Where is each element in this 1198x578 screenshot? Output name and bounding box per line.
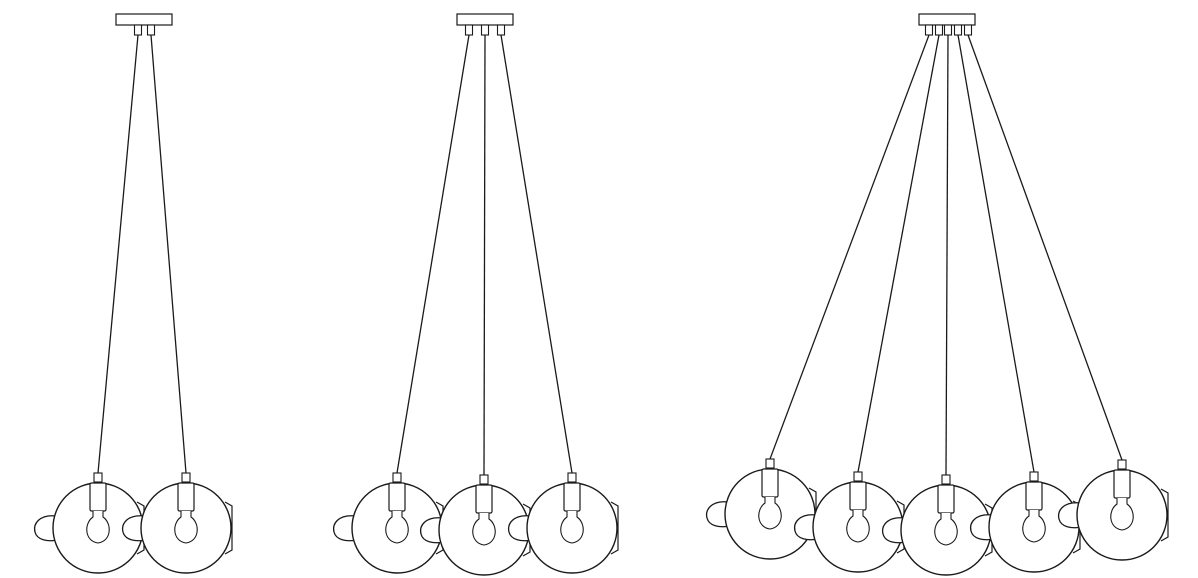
suspension-cable xyxy=(769,34,930,460)
pendant-shade xyxy=(1057,459,1169,561)
socket-cap xyxy=(181,472,191,483)
light-bulb xyxy=(1022,510,1046,543)
suspension-cable xyxy=(150,34,187,474)
pendant-shade xyxy=(121,472,233,574)
suspension-cable xyxy=(396,34,470,474)
ceiling-canopy xyxy=(918,13,976,26)
lamp-socket xyxy=(388,482,406,512)
socket-cap xyxy=(765,458,775,469)
ceiling-canopy xyxy=(456,13,514,26)
cord-grip xyxy=(146,24,156,36)
lamp-socket xyxy=(475,484,493,514)
suspension-cable xyxy=(957,34,1035,473)
pendant-shade xyxy=(507,472,619,574)
shade-rim xyxy=(224,501,233,555)
socket-cap xyxy=(567,472,577,483)
suspension-cable xyxy=(97,34,139,474)
socket-cap xyxy=(941,474,951,485)
light-bulb xyxy=(846,510,870,543)
cord-grip xyxy=(133,24,143,36)
socket-cap xyxy=(479,474,489,485)
socket-cap xyxy=(1029,471,1039,482)
socket-cap xyxy=(1117,459,1127,470)
pendant-shade xyxy=(881,474,993,576)
cord-grip xyxy=(934,24,944,36)
cord-grip xyxy=(963,24,973,36)
light-bulb xyxy=(174,511,198,544)
lamp-socket xyxy=(761,468,779,498)
light-bulb xyxy=(86,511,110,544)
shade-rim xyxy=(1160,488,1169,542)
socket-cap xyxy=(93,472,103,483)
socket-cap xyxy=(392,472,402,483)
lamp-socket xyxy=(177,482,195,512)
lamp-socket xyxy=(563,482,581,512)
light-bulb xyxy=(472,513,496,546)
cord-grip xyxy=(464,24,474,36)
light-bulb xyxy=(1110,498,1134,531)
socket-cap xyxy=(853,471,863,482)
lamp-socket xyxy=(937,484,955,514)
light-bulb xyxy=(758,497,782,530)
light-bulb xyxy=(385,511,409,544)
ceiling-canopy xyxy=(115,13,173,26)
light-bulb xyxy=(934,513,958,546)
suspension-cable xyxy=(967,34,1123,461)
cord-grip xyxy=(924,24,934,36)
suspension-cable xyxy=(483,34,486,476)
five-light-pendant xyxy=(705,13,1169,576)
light-bulb xyxy=(560,511,584,544)
suspension-cable xyxy=(500,34,573,474)
lamp-socket xyxy=(849,481,867,511)
lamp-socket xyxy=(89,482,107,512)
suspension-cable xyxy=(945,34,949,476)
two-light-pendant xyxy=(33,13,233,574)
cord-grip xyxy=(480,24,490,36)
pendant-shade xyxy=(332,472,444,574)
cord-grip xyxy=(953,24,963,36)
cord-grip xyxy=(943,24,953,36)
pendant-shade xyxy=(419,474,531,576)
lamp-socket xyxy=(1025,481,1043,511)
pendant-shade xyxy=(793,471,905,573)
suspension-cable xyxy=(857,34,940,473)
pendant-shade xyxy=(969,471,1081,573)
pendant-shade xyxy=(705,458,817,560)
cord-grip xyxy=(496,24,506,36)
pendant-shade xyxy=(33,472,145,574)
shade-rim xyxy=(610,501,619,555)
three-light-pendant xyxy=(332,13,619,576)
lamp-socket xyxy=(1113,469,1131,499)
